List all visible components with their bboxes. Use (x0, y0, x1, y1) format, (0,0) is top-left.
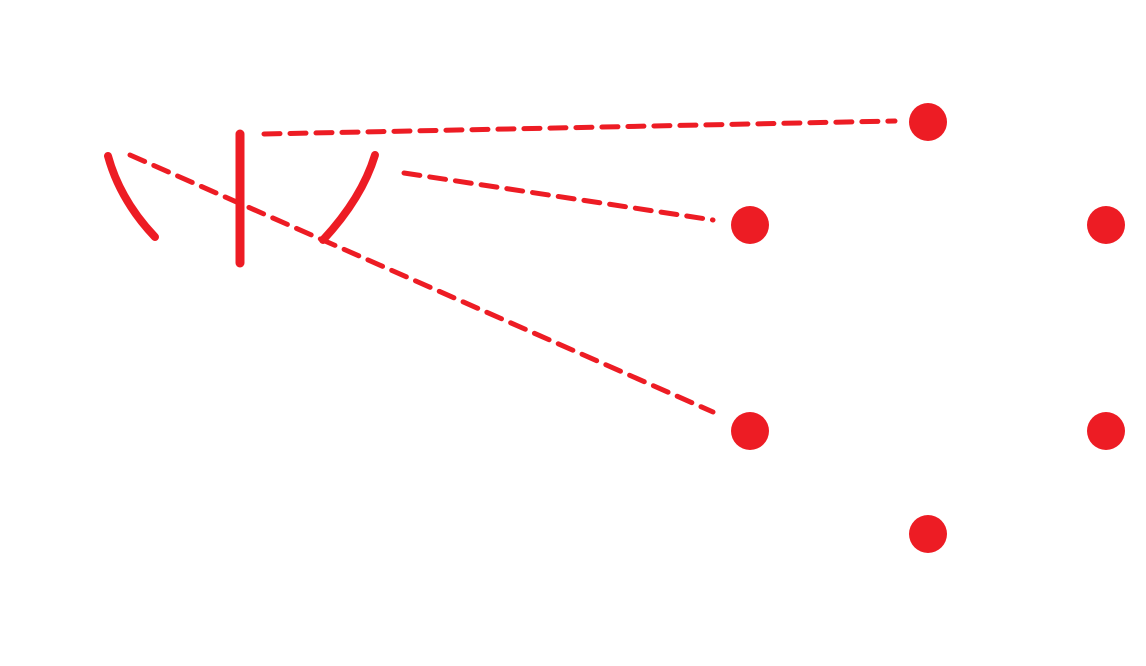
dot-group (731, 103, 1125, 553)
dashed-connector (127, 152, 716, 415)
dashed-connector (401, 170, 716, 223)
dot-marker (909, 515, 947, 553)
dot-marker (1087, 412, 1125, 450)
right-arc-mark (319, 151, 379, 244)
left-arc-mark (104, 152, 159, 241)
symbol-group (104, 129, 379, 268)
dashed-connector (261, 118, 898, 137)
dot-marker (1087, 206, 1125, 244)
dot-marker (909, 103, 947, 141)
connector-group (127, 118, 898, 415)
dot-marker (731, 206, 769, 244)
dot-marker (731, 412, 769, 450)
